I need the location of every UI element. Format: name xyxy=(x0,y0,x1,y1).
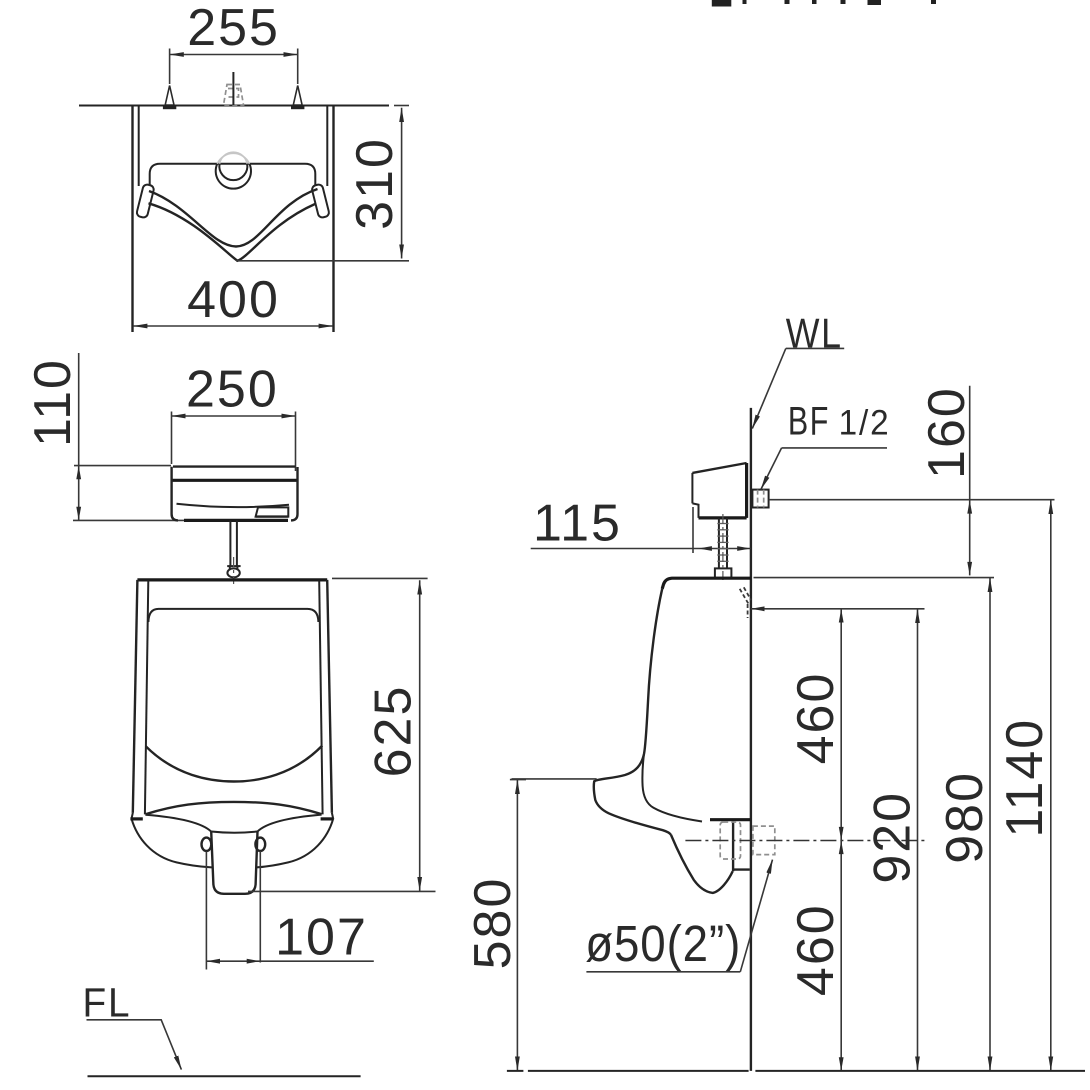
svg-text:920: 920 xyxy=(864,791,922,884)
svg-text:FL: FL xyxy=(83,980,132,1026)
svg-text:WL: WL xyxy=(786,309,843,356)
svg-text:310: 310 xyxy=(346,137,404,230)
svg-text:460: 460 xyxy=(787,672,845,765)
svg-text:1140: 1140 xyxy=(996,718,1054,838)
svg-text:250: 250 xyxy=(186,361,279,419)
svg-text:160: 160 xyxy=(918,386,976,479)
svg-text:BF: BF xyxy=(788,400,830,444)
svg-text:115: 115 xyxy=(533,495,622,553)
svg-text:980: 980 xyxy=(936,771,994,864)
svg-text:580: 580 xyxy=(464,877,522,970)
svg-text:255: 255 xyxy=(187,0,280,57)
svg-text:107: 107 xyxy=(275,908,368,966)
svg-text:625: 625 xyxy=(365,685,423,778)
svg-text:1/2: 1/2 xyxy=(839,404,891,443)
svg-text:110: 110 xyxy=(24,358,82,447)
svg-text:ø50(2”): ø50(2”) xyxy=(585,915,741,972)
svg-text:400: 400 xyxy=(187,271,280,329)
svg-text:460: 460 xyxy=(787,903,845,996)
